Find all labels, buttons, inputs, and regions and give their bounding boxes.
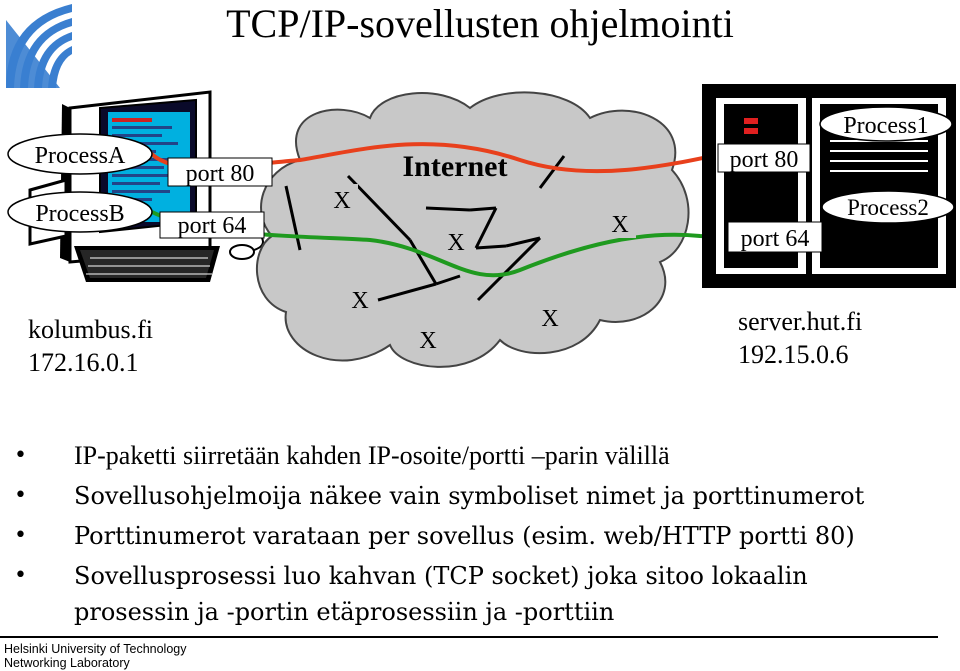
- footer-divider: [0, 636, 938, 638]
- process-a-label: ProcessA: [35, 143, 126, 169]
- client-ip: 172.16.0.1: [28, 348, 139, 377]
- process-a-box: ProcessA: [8, 134, 152, 174]
- bullet-icon: •: [14, 481, 27, 511]
- client-port-a: port 80: [168, 158, 272, 187]
- client-port-b: port 64: [160, 212, 264, 239]
- university-logo: [6, 4, 72, 88]
- footer-institution: Helsinki University of Technology: [4, 642, 187, 656]
- server-ip: 192.15.0.6: [738, 340, 849, 369]
- svg-text:port 64: port 64: [741, 226, 810, 252]
- bullet-icon: •: [14, 561, 27, 591]
- bullet-icon: •: [14, 441, 27, 471]
- process-b-box: ProcessB: [8, 192, 152, 232]
- svg-text:X: X: [333, 188, 350, 214]
- router: X: [344, 284, 376, 314]
- svg-text:port 80: port 80: [730, 147, 799, 173]
- svg-text:X: X: [351, 288, 368, 314]
- router: X: [534, 302, 566, 332]
- bullet-icon: •: [14, 521, 27, 551]
- process-1-label: Process1: [843, 113, 928, 139]
- router: X: [326, 184, 358, 214]
- client-hostname: kolumbus.fi: [28, 315, 153, 344]
- svg-text:port 64: port 64: [178, 213, 247, 239]
- server-port-1: port 80: [718, 144, 810, 173]
- router: X: [604, 208, 636, 238]
- process-1-box: Process1: [820, 107, 952, 141]
- svg-text:port 80: port 80: [186, 161, 255, 187]
- svg-text:X: X: [419, 328, 436, 354]
- process-2-label: Process2: [847, 195, 929, 220]
- svg-text:X: X: [541, 306, 558, 332]
- footer-lab: Networking Laboratory: [4, 656, 130, 670]
- server-port-2: port 64: [728, 222, 822, 252]
- svg-text:X: X: [447, 230, 464, 256]
- router: X: [440, 226, 472, 256]
- process-b-label: ProcessB: [35, 201, 124, 227]
- internet-label: Internet: [403, 150, 508, 183]
- process-2-box: Process2: [822, 191, 954, 223]
- svg-text:X: X: [611, 212, 628, 238]
- network-diagram: ProcessA ProcessB port 80 port 64 kolumb…: [0, 0, 960, 430]
- client-computer: [30, 92, 263, 282]
- router: X: [412, 324, 444, 354]
- server-hostname: server.hut.fi: [738, 307, 862, 336]
